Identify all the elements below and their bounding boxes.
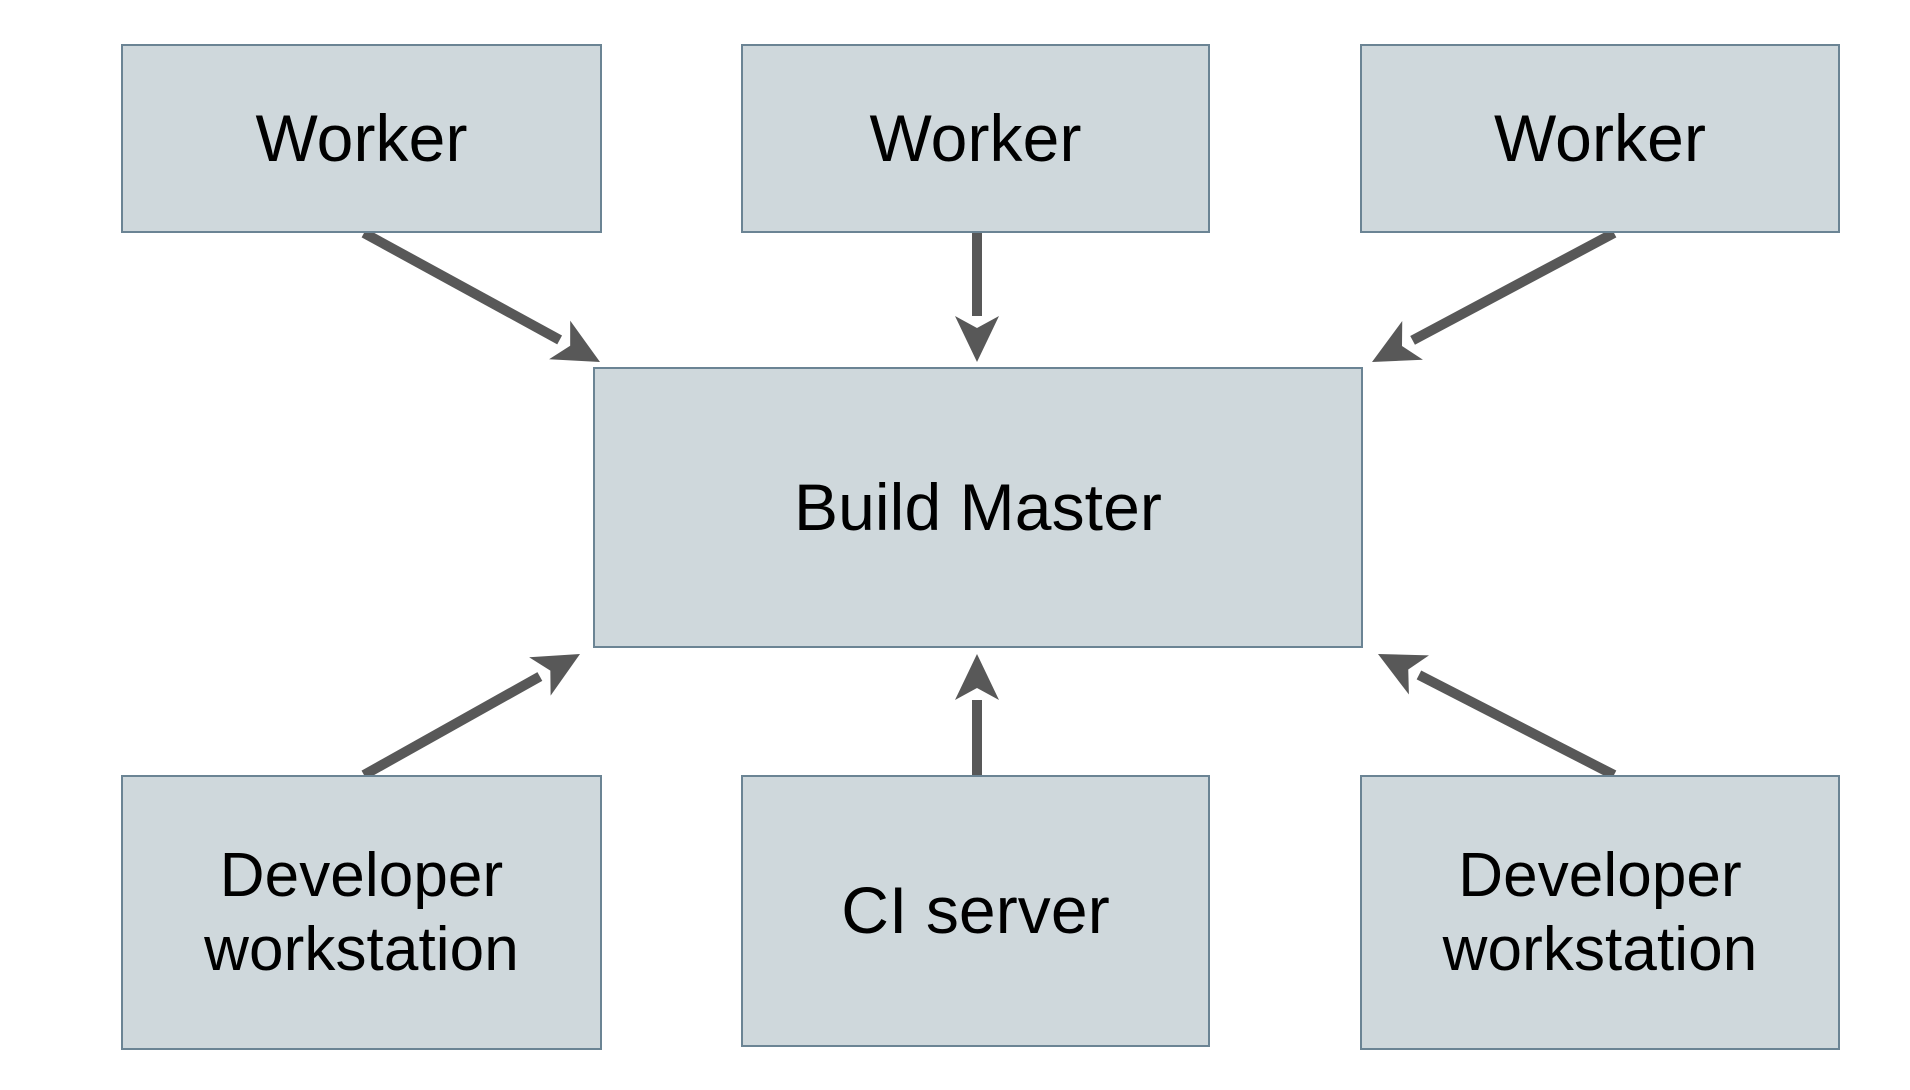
edge-worker-right-to-master-arrowhead — [1372, 320, 1423, 362]
node-worker-left[interactable]: Worker — [121, 44, 602, 233]
node-build-master[interactable]: Build Master — [593, 367, 1363, 648]
edge-dev-right-to-master-arrowhead — [1378, 654, 1429, 695]
edge-worker-left-to-master — [361, 228, 600, 362]
edge-ci-server-to-master-arrowhead — [955, 654, 999, 700]
edge-ci-server-to-master — [955, 654, 999, 775]
node-ci-server[interactable]: CI server — [741, 775, 1210, 1047]
node-worker-center[interactable]: Worker — [741, 44, 1210, 233]
node-dev-right[interactable]: Developer workstation — [1360, 775, 1840, 1050]
edge-worker-center-to-master-arrowhead — [955, 316, 999, 362]
node-label-dev-right: Developer workstation — [1442, 841, 1758, 984]
edge-worker-left-to-master-arrowhead — [549, 320, 600, 362]
edge-worker-left-to-master-shaft — [361, 228, 563, 345]
edge-worker-center-to-master — [955, 233, 999, 362]
edge-dev-left-to-master-shaft — [361, 672, 543, 780]
node-label-build-master: Build Master — [793, 469, 1162, 544]
edge-dev-left-to-master — [361, 654, 580, 780]
edge-dev-right-to-master — [1378, 654, 1617, 780]
node-label-worker-left: Worker — [255, 100, 468, 175]
node-label-worker-center: Worker — [869, 100, 1082, 175]
node-dev-left[interactable]: Developer workstation — [121, 775, 602, 1050]
edge-dev-left-to-master-arrowhead — [529, 654, 580, 696]
node-worker-right[interactable]: Worker — [1360, 44, 1840, 233]
edge-dev-right-to-master-shaft — [1416, 670, 1617, 780]
node-label-dev-left: Developer workstation — [204, 841, 519, 984]
node-label-ci-server: CI server — [841, 873, 1110, 948]
edge-worker-right-to-master-shaft — [1410, 228, 1617, 345]
edge-worker-right-to-master — [1372, 228, 1617, 362]
node-label-worker-right: Worker — [1493, 100, 1707, 175]
